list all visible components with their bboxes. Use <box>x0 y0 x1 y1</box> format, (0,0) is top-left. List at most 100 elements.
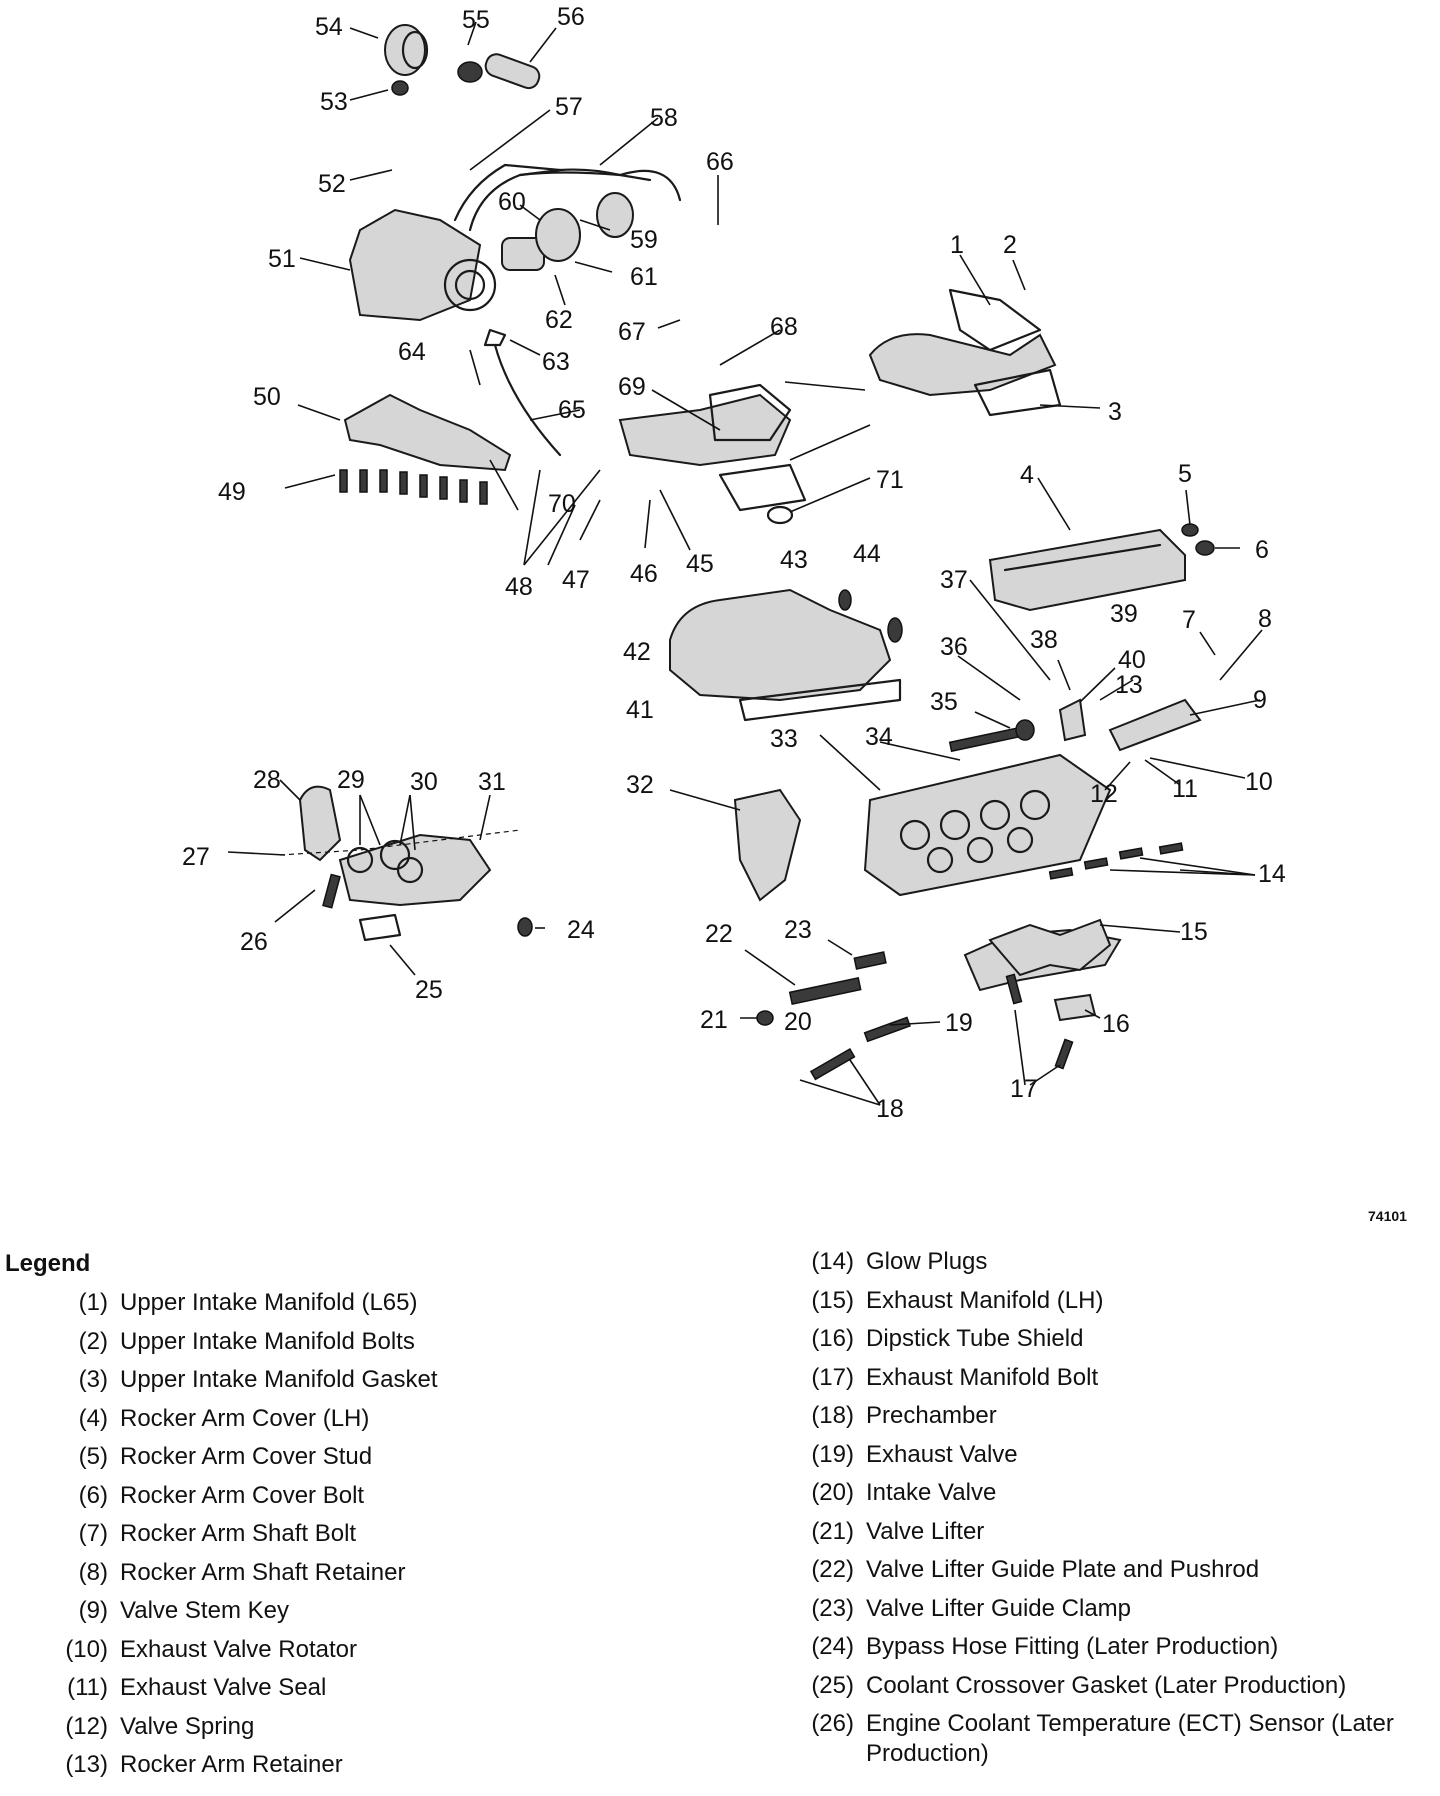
legend-item-text: Rocker Arm Cover Stud <box>120 1443 373 1470</box>
legend-item-number: (14) <box>811 1248 854 1275</box>
callout-label: 27 <box>182 843 210 871</box>
callout-label: 2 <box>1003 231 1017 259</box>
callout-label: 38 <box>1030 626 1058 654</box>
legend-item-number: (13) <box>65 1751 108 1778</box>
callout-label: 8 <box>1258 605 1272 633</box>
legend-item-number: (9) <box>78 1597 108 1624</box>
exhaust-manifold-rh-part <box>339 393 512 505</box>
callout-label: 1 <box>950 231 964 259</box>
callout-label: 60 <box>498 188 526 216</box>
callout-label: 62 <box>545 306 573 334</box>
callout-label: 29 <box>337 766 365 794</box>
callout-label: 22 <box>705 920 733 948</box>
cylinder-head-part <box>733 753 1112 902</box>
engine-exploded-diagram: 1 2 3 4 5 6 7 8 9 10 11 12 13 14 15 16 1… <box>182 3 1286 1123</box>
legend-title: Legend <box>5 1250 91 1277</box>
legend-item-text: Valve Spring <box>120 1712 255 1740</box>
callout-label: 23 <box>784 916 812 944</box>
callout-label: 13 <box>1115 671 1143 699</box>
legend-item-number: (10) <box>65 1635 108 1663</box>
callout-label: 35 <box>930 688 958 716</box>
callout-label: 71 <box>876 466 904 494</box>
callout-label: 25 <box>415 976 443 1004</box>
callout-label: 50 <box>253 383 281 411</box>
callout-label: 3 <box>1108 398 1122 426</box>
legend-item-text: Rocker Arm Cover (LH) <box>120 1404 370 1432</box>
legend-item-number: (19) <box>811 1440 854 1468</box>
turbocharger-part <box>348 24 682 457</box>
legend-item-text: Dipstick Tube Shield <box>866 1325 1084 1352</box>
callout-label: 48 <box>505 573 533 601</box>
callout-label: 37 <box>940 566 968 594</box>
legend-item-number: (18) <box>811 1402 854 1429</box>
callout-label: 55 <box>462 6 490 34</box>
legend-item-text: Upper Intake Manifold (L65) <box>120 1289 418 1316</box>
callout-label: 21 <box>700 1006 728 1034</box>
callout-label: 10 <box>1245 768 1273 796</box>
legend-item: (1)Upper Intake Manifold (L65) <box>50 1288 610 1318</box>
legend-item: (22)Valve Lifter Guide Plate and Pushrod <box>788 1555 1428 1585</box>
legend-item-number: (8) <box>78 1558 108 1586</box>
callout-labels: 1 2 3 4 5 6 7 8 9 10 11 12 13 14 15 16 1… <box>182 3 1286 1123</box>
legend-item-text: Intake Valve <box>866 1479 997 1506</box>
legend-item-number: (6) <box>78 1481 108 1509</box>
legend-item-text: Valve Lifter <box>866 1517 985 1545</box>
callout-label: 26 <box>240 928 268 956</box>
water-crossover-part <box>279 785 533 942</box>
callout-label: 11 <box>1172 775 1198 803</box>
callout-label: 18 <box>876 1095 904 1123</box>
legend-item: (23) Valve Lifter Guide Clamp <box>788 1594 1428 1624</box>
legend-item-text: Rocker Arm Retainer <box>120 1751 343 1778</box>
callout-label: 33 <box>770 725 798 753</box>
legend-item: (13) Rocker Arm Retainer <box>50 1750 610 1780</box>
callout-label: 46 <box>630 560 658 588</box>
legend-item: (15) Exhaust Manifold (LH) <box>788 1286 1428 1316</box>
callout-label: 63 <box>542 348 570 376</box>
callout-label: 61 <box>630 263 658 291</box>
callout-label: 51 <box>268 245 296 273</box>
exhaust-manifold-part <box>988 918 1112 1070</box>
callout-label: 17 <box>1010 1075 1038 1103</box>
rocker-arm-cover-part <box>988 523 1215 612</box>
callout-label: 66 <box>706 148 734 176</box>
callout-label: 49 <box>218 478 246 506</box>
callout-label: 32 <box>626 771 654 799</box>
legend-item-text: Exhaust Manifold Bolt <box>866 1363 1099 1391</box>
legend-item: (3)Upper Intake Manifold Gasket <box>50 1365 610 1395</box>
callout-label: 44 <box>853 540 881 568</box>
legend-item-number: (15) <box>811 1286 854 1314</box>
legend-item-text: Upper Intake Manifold Gasket <box>120 1366 438 1393</box>
callout-label: 36 <box>940 633 968 661</box>
legend-item-number: (2) <box>78 1327 108 1355</box>
legend-item-text: Engine Coolant Temperature (ECT) Sensor … <box>866 1710 1394 1767</box>
callout-label: 6 <box>1255 536 1269 564</box>
legend-item-text: Exhaust Valve <box>866 1440 1018 1468</box>
legend-item-number: (26) <box>811 1710 854 1737</box>
legend-item-text: Rocker Arm Shaft Retainer <box>120 1558 406 1586</box>
legend-item-text: Valve Lifter Guide Plate and Pushrod <box>866 1556 1260 1583</box>
callout-label: 28 <box>253 766 281 794</box>
callout-label: 34 <box>865 723 893 751</box>
callout-label: 52 <box>318 170 346 198</box>
leader-lines <box>227 21 1263 1106</box>
upper-intake-manifold-part <box>618 288 1062 525</box>
callout-label: 59 <box>630 226 658 254</box>
legend-item-number: (23) <box>811 1594 854 1622</box>
legend-item-text: Coolant Crossover Gasket (Later Producti… <box>866 1671 1347 1699</box>
callout-label: 7 <box>1182 606 1196 634</box>
legend-item: (12)Valve Spring <box>50 1712 610 1742</box>
callout-label: 64 <box>398 338 426 366</box>
legend-item: (16)Dipstick Tube Shield <box>788 1324 1428 1354</box>
callout-label: 69 <box>618 373 646 401</box>
callout-label: 40 <box>1118 646 1146 674</box>
callout-label: 67 <box>618 318 646 346</box>
legend-item: (10)Exhaust Valve Rotator <box>50 1635 610 1665</box>
callout-label: 20 <box>784 1008 812 1036</box>
legend-item: (18)Prechamber <box>788 1401 1428 1431</box>
callout-label: 53 <box>320 88 348 116</box>
legend-item-number: (20) <box>811 1479 854 1506</box>
legend-item: (11)Exhaust Valve Seal <box>50 1673 610 1703</box>
legend-item-text: Valve Lifter Guide Clamp <box>866 1594 1132 1622</box>
legend-item-text: Exhaust Manifold (LH) <box>866 1286 1104 1314</box>
legend-item-number: (5) <box>78 1443 108 1470</box>
